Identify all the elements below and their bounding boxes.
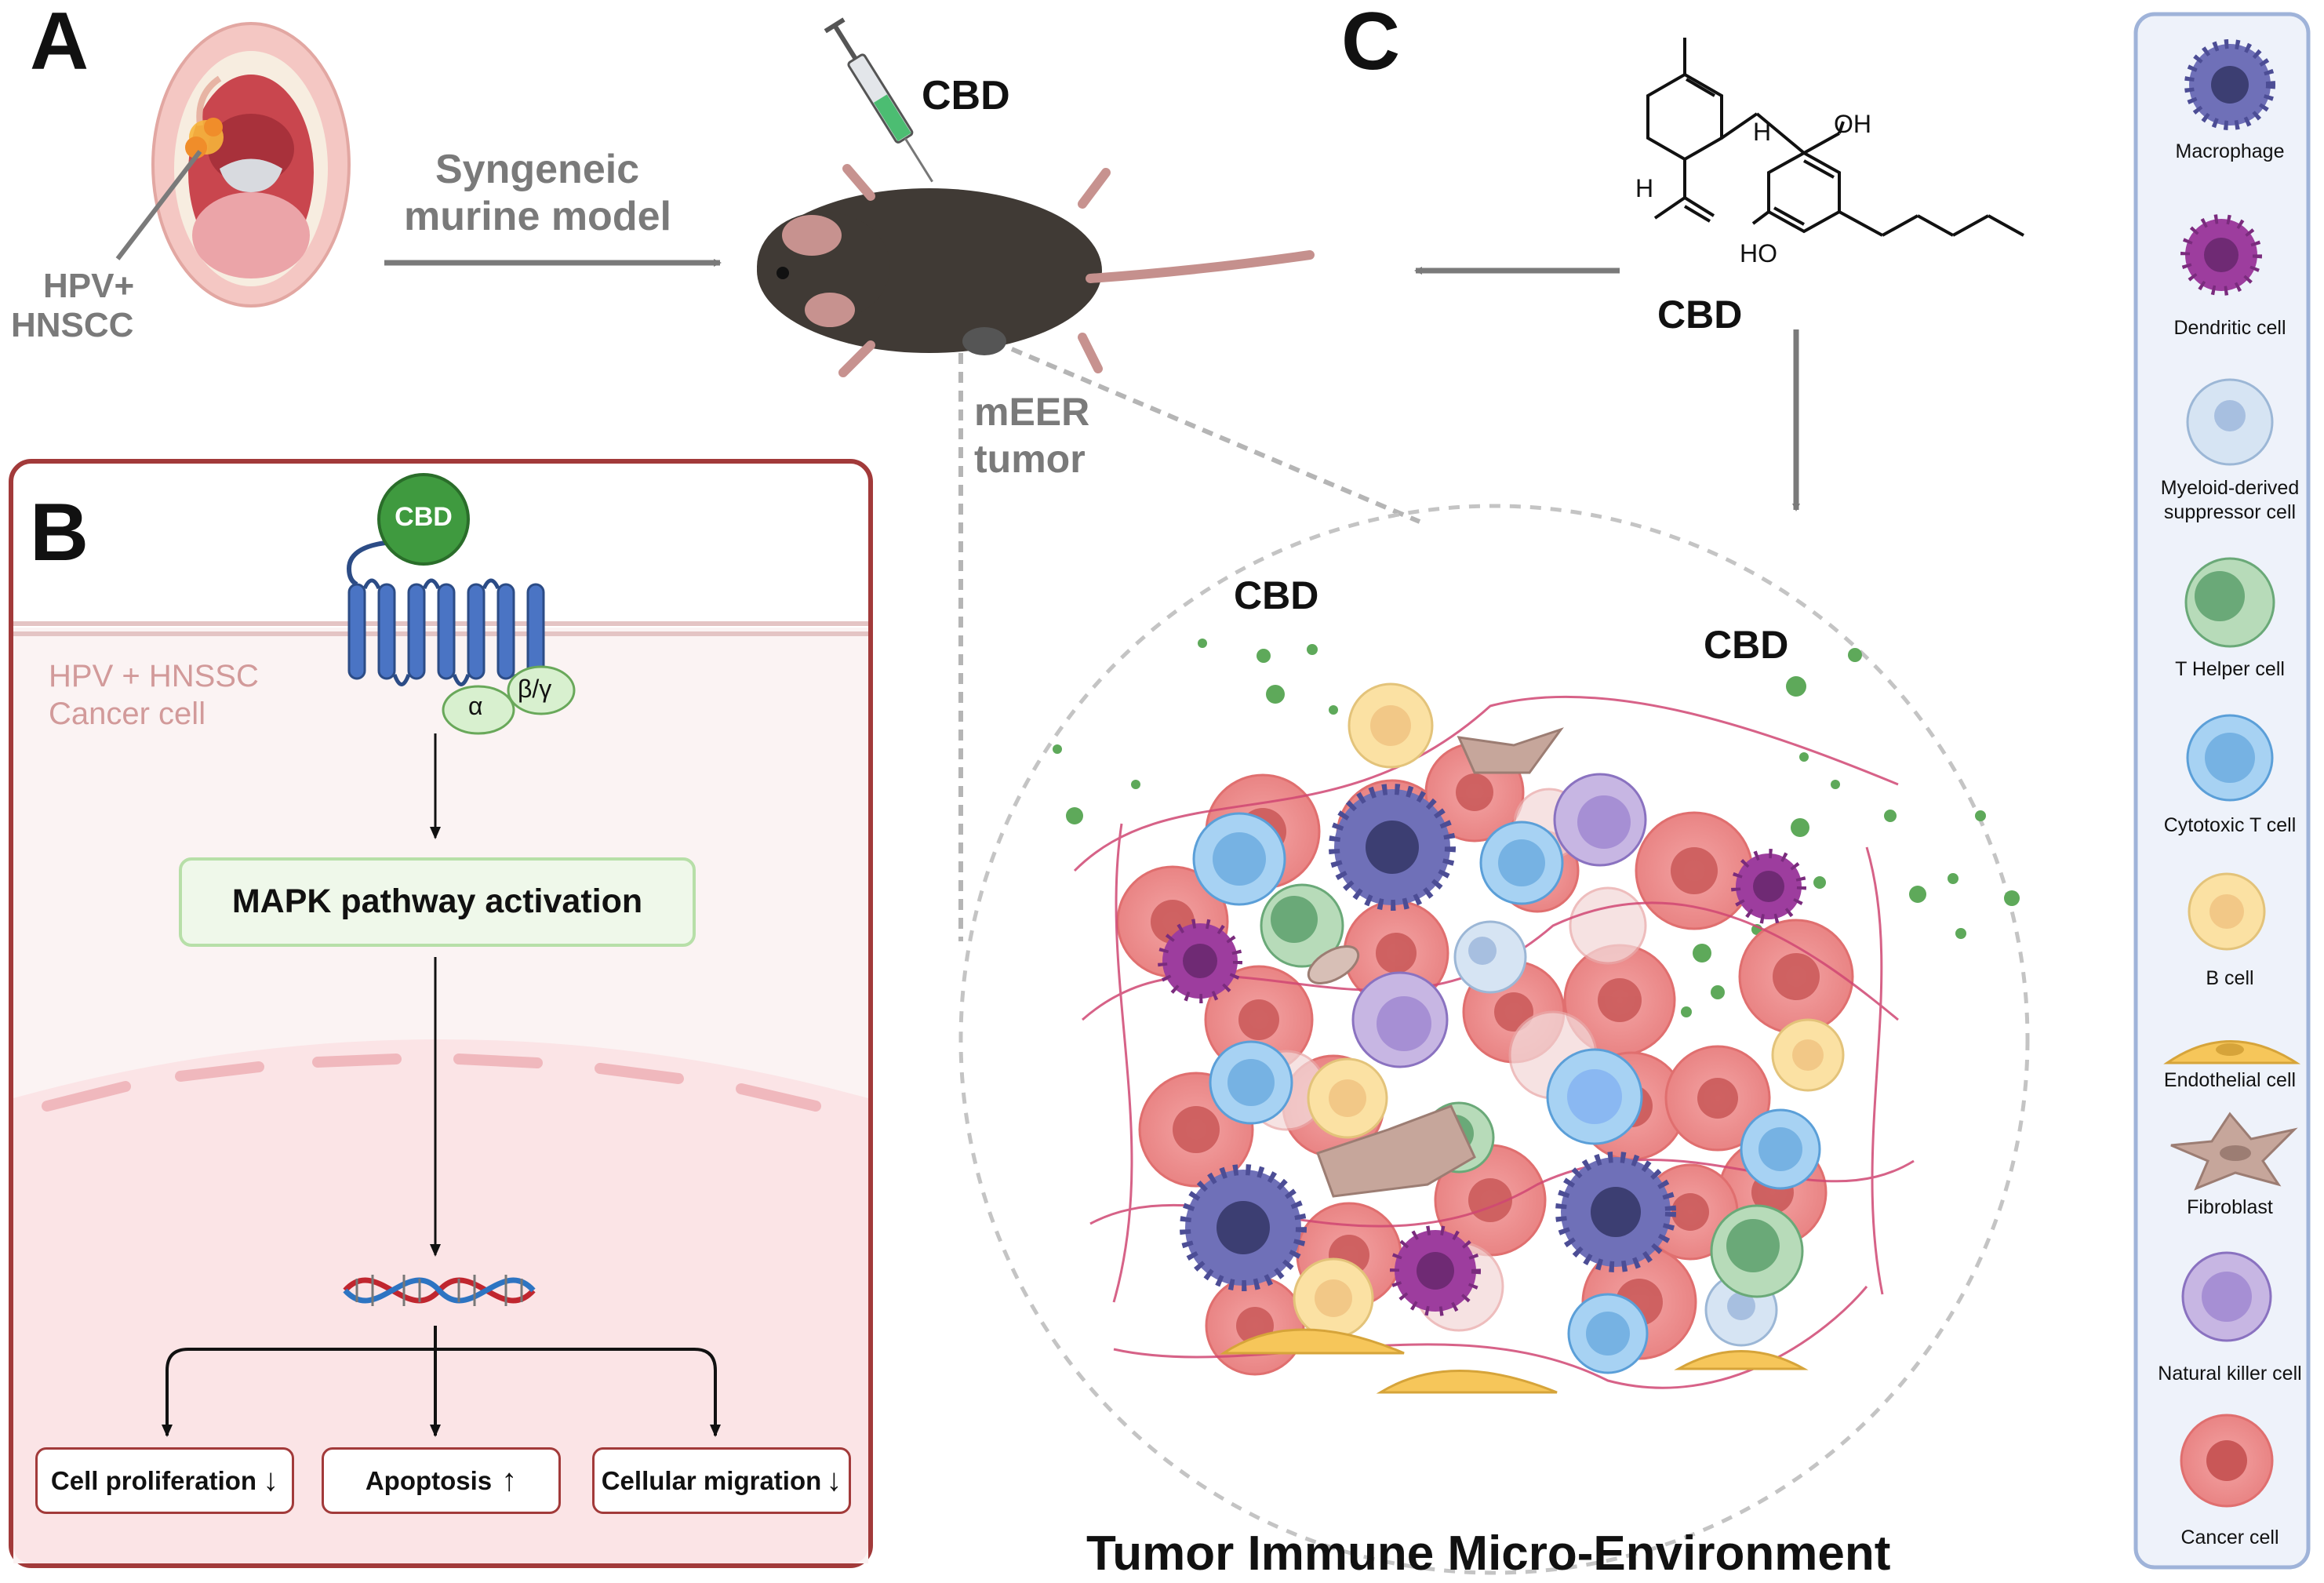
- g-alpha-subunit: [442, 685, 515, 735]
- endothelial-cells: [1220, 1328, 1809, 1394]
- legend-label-cytotoxic-t-cell: Cytotoxic T cell: [2163, 814, 2297, 836]
- panel-b-label: B: [30, 487, 89, 578]
- legend-label-b-cell: B cell: [2206, 967, 2254, 989]
- cbd-particles: [1053, 639, 2020, 1017]
- legend-label-endothelial-cell: Endothelial cell: [2163, 1069, 2297, 1091]
- legend-label-t-helper-cell: T Helper cell: [2175, 658, 2285, 680]
- structure-oh-top: OH: [1834, 110, 1871, 138]
- macrophage-cells: [1180, 784, 1676, 1291]
- cytotoxic-t-cells: [1192, 812, 1821, 1374]
- tumor-cell-cluster: [1073, 682, 1915, 1394]
- mapk-pathway-label: MAPK pathway activation: [231, 882, 643, 920]
- panel-b-box: [9, 459, 873, 1568]
- meer-tumor-label-line2: tumor: [974, 437, 1086, 481]
- nuclear-membrane: [42, 1054, 821, 1112]
- tumor-type-label-line1: HPV+: [43, 267, 135, 305]
- panel-c-label: C: [1341, 0, 1401, 87]
- legend-t-helper-cell-icon: [2184, 557, 2275, 648]
- nk-cells: [1351, 773, 1647, 1068]
- mapk-box: [179, 857, 696, 947]
- cbd-molecule-label: CBD: [1657, 293, 1743, 337]
- legend-nk-cell-icon: [2181, 1251, 2272, 1342]
- g-alpha-label: α: [468, 692, 483, 720]
- structure-h-2: H: [1635, 174, 1654, 202]
- model-label-line2: murine model: [404, 194, 671, 239]
- dendritic-cells: [1158, 849, 1806, 1316]
- legend-fibroblast-icon: [2170, 1112, 2298, 1191]
- cbd-structure: [1646, 38, 2024, 237]
- mouth-illustration: [115, 22, 351, 308]
- structure-ho-bottom: HO: [1740, 239, 1777, 267]
- cell-type-label-line2: Cancer cell: [49, 697, 206, 731]
- gpcr-receptor: [346, 539, 545, 686]
- legend-b-cell-icon: [2188, 872, 2266, 951]
- meer-tumor-label-line1: mEER: [974, 390, 1090, 434]
- outcome-cell-proliferation-label: Cell proliferation: [50, 1465, 257, 1495]
- legend-endothelial-cell-icon: [2163, 1040, 2301, 1064]
- legend-label-dendritic-cell: Dendritic cell: [2173, 317, 2286, 339]
- legend-label-mdsc: Myeloid-derived suppressor cell: [2160, 477, 2300, 523]
- dna-icon: [343, 1275, 536, 1306]
- decrease-arrow-icon: ↓: [263, 1463, 279, 1497]
- mouse-illustration: [757, 164, 1315, 377]
- cbd-ligand: [377, 473, 470, 566]
- b-cells: [1293, 682, 1845, 1339]
- legend-icons: [2163, 39, 2301, 1508]
- structure-h-1: H: [1753, 118, 1772, 146]
- legend-label-macrophage: Macrophage: [2175, 140, 2285, 162]
- tme-cbd-label-1: CBD: [1234, 573, 1319, 617]
- legend-macrophage-icon: [2184, 39, 2275, 130]
- legend-label-nk-cell: Natural killer cell: [2158, 1363, 2302, 1385]
- panel-a-label: A: [30, 0, 89, 87]
- cell-type-label-line1: HPV + HNSSC: [49, 659, 259, 693]
- outcome-cellular-migration-label: Cellular migration: [601, 1465, 822, 1495]
- injection-cbd-label: CBD: [922, 73, 1010, 118]
- outcome-branch-arrows: [162, 1326, 721, 1437]
- tme-title: Tumor Immune Micro-Environment: [1086, 1527, 1891, 1581]
- legend-mdsc-icon: [2186, 378, 2274, 466]
- legend-cytotoxic-t-cell-icon: [2186, 714, 2274, 802]
- outcome-apoptosis: Apoptosis ↑: [322, 1447, 561, 1514]
- outcome-cellular-migration: Cellular migration ↓: [592, 1447, 851, 1514]
- g-beta-gamma-subunit: [507, 665, 576, 715]
- legend-label-fibroblast: Fibroblast: [2187, 1196, 2273, 1218]
- cbd-ligand-label: CBD: [395, 502, 453, 532]
- tme-zoom-lines: [958, 347, 1421, 941]
- legend-label-cancer-cell: Cancer cell: [2180, 1527, 2279, 1548]
- increase-arrow-icon: ↑: [501, 1463, 518, 1497]
- syringe-icon: [824, 17, 933, 183]
- outcome-cell-proliferation: Cell proliferation ↓: [35, 1447, 294, 1514]
- decrease-arrow-icon: ↓: [826, 1463, 842, 1497]
- g-beta-gamma-label: β/γ: [518, 675, 552, 703]
- outcome-apoptosis-label: Apoptosis: [365, 1465, 493, 1495]
- tme-cbd-label-2: CBD: [1704, 623, 1789, 667]
- legend-cancer-cell-icon: [2180, 1414, 2274, 1508]
- mdsc-cells: [1453, 920, 1778, 1347]
- legend-dendritic-cell-icon: [2180, 214, 2262, 296]
- fibroblast-cells: [1307, 727, 1564, 1198]
- model-label-line1: Syngeneic: [435, 147, 640, 192]
- tme-boundary: [958, 504, 2030, 1575]
- tumor-type-label-line2: HNSCC: [11, 306, 134, 344]
